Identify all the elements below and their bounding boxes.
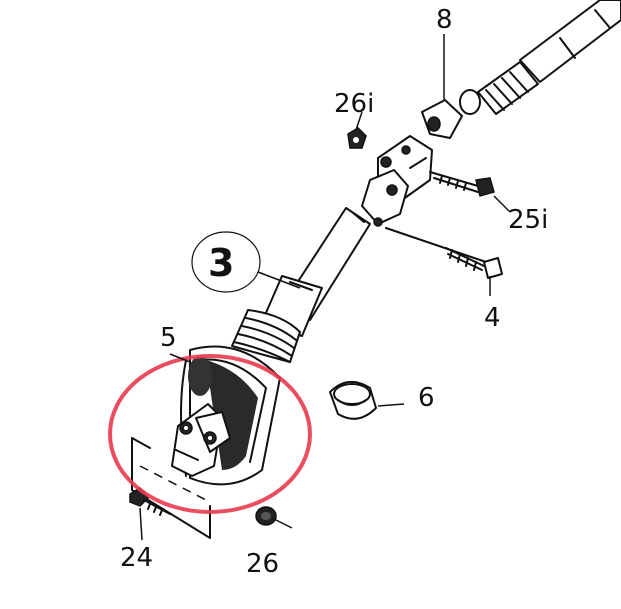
label-4: 4 xyxy=(484,303,501,333)
bush-part-6 xyxy=(329,381,377,420)
leader-lines xyxy=(139,34,511,541)
bolt-part-4 xyxy=(385,227,503,279)
highlight-circle xyxy=(108,354,312,514)
callout-circle-3 xyxy=(191,231,261,293)
upper-shaft xyxy=(459,0,621,115)
nut-part-26 xyxy=(255,506,277,526)
upper-universal-joint xyxy=(361,135,433,227)
label-3: 3 xyxy=(208,241,234,285)
nut-part-26i xyxy=(347,127,367,149)
bolt-part-25i xyxy=(429,171,495,197)
label-6: 6 xyxy=(418,383,435,413)
label-8: 8 xyxy=(436,5,453,35)
label-26i: 26i xyxy=(334,89,374,119)
label-24: 24 xyxy=(120,543,153,573)
label-25i: 25i xyxy=(508,205,548,235)
collar-part-8 xyxy=(421,99,463,139)
bellows-boot xyxy=(231,309,301,363)
lower-universal-joint xyxy=(171,403,231,477)
label-5: 5 xyxy=(160,323,177,353)
label-26: 26 xyxy=(246,549,279,579)
